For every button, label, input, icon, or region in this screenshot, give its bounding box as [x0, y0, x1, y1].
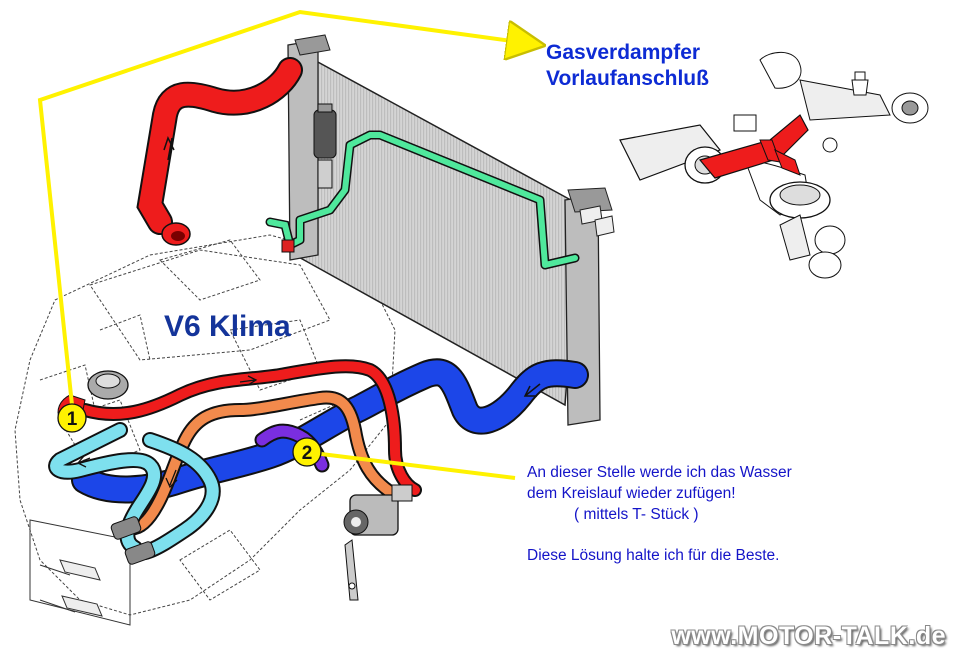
note-line1: An dieser Stelle werde ich das Wasser	[527, 464, 792, 481]
gas-evaporator-fitting	[619, 51, 929, 279]
note-line2: dem Kreislauf wieder zufügen!	[527, 485, 736, 502]
cyan-heater-hose	[48, 422, 221, 560]
marker-1: 1	[57, 403, 87, 433]
control-valve	[343, 484, 413, 601]
marker-2: 2	[292, 437, 322, 467]
orange-return-hose	[123, 390, 402, 536]
note-line3: ( mittels T- Stück )	[574, 506, 699, 523]
engine-label: V6 Klima	[164, 310, 291, 343]
pipe-stubs	[110, 516, 156, 565]
gas-label-line1: Gasverdampfer	[546, 41, 701, 64]
marker-2-number: 2	[302, 443, 313, 464]
note-line4: Diese Lösung halte ich für die Beste.	[527, 547, 780, 564]
pointer-lines	[37, 9, 534, 480]
watermark: www.MOTOR-TALK.de	[671, 622, 946, 650]
gas-label-line2: Vorlaufanschluß	[546, 67, 709, 90]
heater-supply-hose	[78, 359, 422, 497]
lower-radiator-hose	[71, 358, 589, 504]
annotation-note: An dieser Stelle werde ich das Wasser de…	[527, 462, 792, 566]
marker-1-number: 1	[67, 409, 78, 430]
gas-evaporator-label: Gasverdampfer Vorlaufanschluß	[546, 40, 709, 92]
shaft-linkage-sketch	[29, 519, 131, 626]
ac-refrigerant-pipe	[265, 130, 580, 270]
upper-radiator-hose	[136, 57, 303, 246]
